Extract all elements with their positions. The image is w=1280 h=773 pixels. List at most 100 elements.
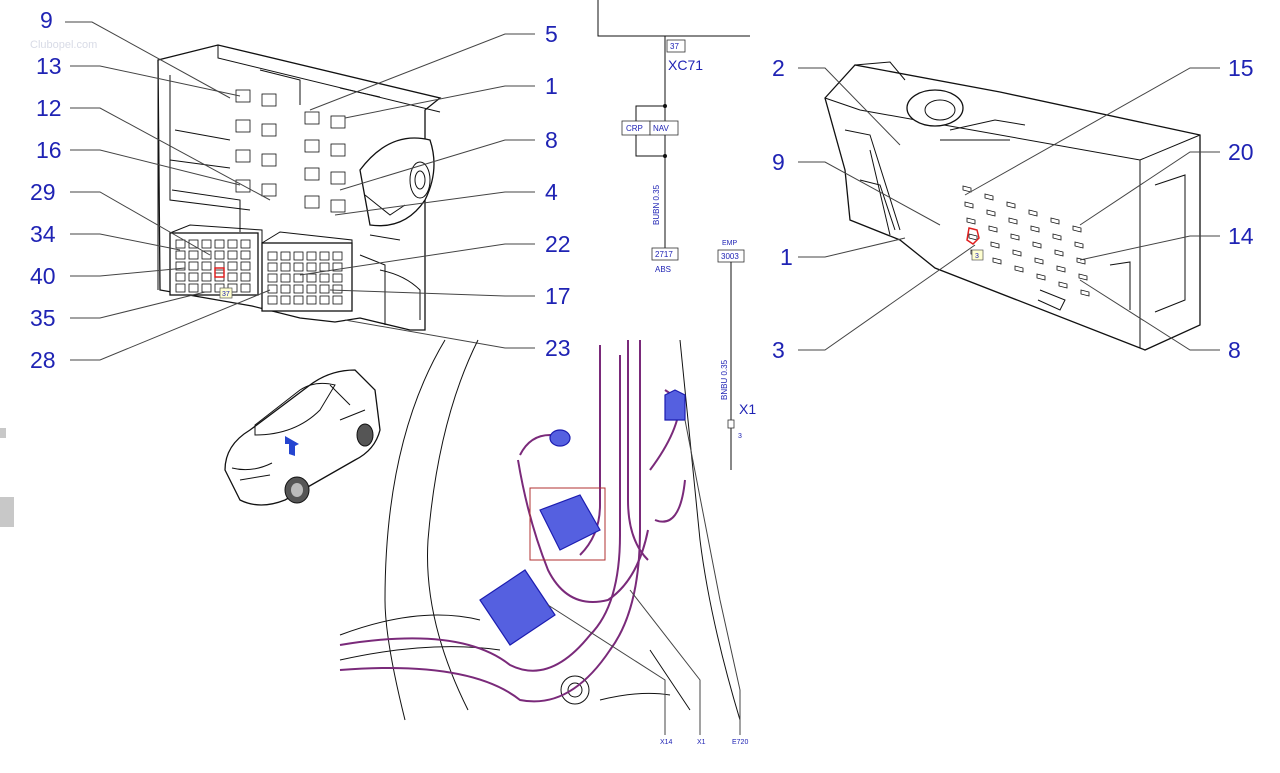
callout-label: 9 bbox=[772, 149, 785, 175]
callout-label: 8 bbox=[1228, 337, 1241, 363]
terminal-pin bbox=[214, 261, 225, 271]
terminal-pin bbox=[261, 153, 277, 167]
terminal-pin bbox=[240, 283, 251, 293]
callout-label: 15 bbox=[1228, 55, 1254, 81]
callout-label: 8 bbox=[545, 127, 558, 153]
terminal-pin bbox=[175, 272, 186, 282]
terminal-pin bbox=[984, 193, 994, 201]
terminal-pin bbox=[214, 239, 225, 249]
terminal-pin bbox=[319, 295, 330, 305]
terminal-pin bbox=[304, 139, 320, 153]
terminal-pin bbox=[306, 251, 317, 261]
terminal-pin bbox=[201, 261, 212, 271]
terminal-pin bbox=[988, 225, 998, 233]
callout-label: 3 bbox=[772, 337, 785, 363]
terminal-pin bbox=[306, 295, 317, 305]
terminal-pin bbox=[201, 283, 212, 293]
highlighted-pin bbox=[214, 267, 225, 278]
terminal-pin bbox=[330, 143, 346, 157]
connector2-box bbox=[727, 419, 735, 429]
terminal-pin bbox=[332, 273, 343, 283]
terminal-pin bbox=[1052, 233, 1062, 241]
terminal-pin bbox=[1078, 273, 1088, 281]
terminal-pin bbox=[201, 272, 212, 282]
terminal-pin bbox=[280, 295, 291, 305]
harness-label: X14 bbox=[660, 739, 673, 746]
callout-label: 40 bbox=[30, 263, 56, 289]
connector2-name: X1 bbox=[739, 401, 756, 417]
terminal-pin bbox=[267, 273, 278, 283]
terminal-pin bbox=[1012, 249, 1022, 257]
terminal-pin bbox=[306, 273, 317, 283]
terminal-pin bbox=[330, 115, 346, 129]
terminal-pin bbox=[175, 261, 186, 271]
callout-label: 1 bbox=[780, 244, 793, 270]
terminal-pin bbox=[332, 262, 343, 272]
pin-top: 37 bbox=[670, 42, 679, 51]
blue-clip bbox=[664, 389, 686, 421]
callout-label: 23 bbox=[545, 335, 571, 361]
terminal-pin bbox=[175, 239, 186, 249]
terminal-pin bbox=[319, 262, 330, 272]
terminal-pin bbox=[1056, 265, 1066, 273]
highlight-frame bbox=[529, 487, 606, 561]
terminal-pin bbox=[227, 239, 238, 249]
terminal-pin bbox=[330, 199, 346, 213]
terminal-pin bbox=[1050, 217, 1060, 225]
arrow-down-icon bbox=[285, 436, 299, 456]
left-lower-terminals bbox=[175, 239, 343, 305]
schematic: 37 XC71 CRP NAV BUBN 0.35 2717 ABS EMP 3… bbox=[597, 0, 756, 470]
scrollbar-fragment-lower bbox=[0, 497, 14, 527]
terminal-pin bbox=[240, 261, 251, 271]
terminal-pin bbox=[332, 295, 343, 305]
terminal-pin bbox=[188, 250, 199, 260]
callout-label: 4 bbox=[545, 179, 558, 205]
left-callout-numbers: 9 13 12 16 29 34 40 35 28 5 1 8 4 22 17 … bbox=[30, 7, 571, 373]
harness-illustration: X14 X1 E720 bbox=[339, 339, 748, 746]
terminal-pin bbox=[964, 201, 974, 209]
terminal-pin bbox=[319, 284, 330, 294]
terminal-pin bbox=[280, 251, 291, 261]
terminal-pin bbox=[1054, 249, 1064, 257]
terminal-pin bbox=[1034, 257, 1044, 265]
terminal-pin bbox=[235, 179, 251, 193]
terminal-pin bbox=[214, 250, 225, 260]
terminal-pin bbox=[240, 272, 251, 282]
scrollbar-fragment bbox=[0, 428, 6, 438]
right-connector-illustration: 3 bbox=[824, 61, 1201, 351]
terminal-pin bbox=[201, 239, 212, 249]
terminal-pin bbox=[293, 251, 304, 261]
terminal-pin bbox=[227, 272, 238, 282]
terminal-pin bbox=[304, 167, 320, 181]
terminal-pin bbox=[261, 183, 277, 197]
terminal-pin bbox=[280, 273, 291, 283]
terminal-pin bbox=[201, 250, 212, 260]
harness-label: X1 bbox=[697, 739, 706, 746]
terminal-pin bbox=[330, 171, 346, 185]
harness-label: E720 bbox=[732, 739, 748, 746]
callout-label: 35 bbox=[30, 305, 56, 331]
splice-box bbox=[651, 247, 679, 261]
terminal-pin bbox=[1014, 265, 1024, 273]
terminal-pin bbox=[304, 195, 320, 209]
terminal-pin bbox=[1032, 241, 1042, 249]
callout-label: 20 bbox=[1228, 139, 1254, 165]
callout-label: 13 bbox=[36, 53, 62, 79]
right-callout-numbers: 2 9 1 3 15 20 14 8 bbox=[772, 55, 1254, 363]
callout-label: 9 bbox=[40, 7, 53, 33]
pin-tag-box bbox=[971, 249, 984, 261]
option-right-box bbox=[649, 120, 679, 136]
left-upper-terminals bbox=[235, 89, 346, 213]
terminal-pin bbox=[280, 284, 291, 294]
terminal-pin bbox=[235, 89, 251, 103]
terminal-pin bbox=[319, 251, 330, 261]
terminal-pin bbox=[306, 262, 317, 272]
terminal-pin bbox=[267, 251, 278, 261]
terminal-pin bbox=[332, 251, 343, 261]
terminal-pin bbox=[332, 284, 343, 294]
blue-connector bbox=[539, 494, 601, 551]
callout-label: 1 bbox=[545, 73, 558, 99]
ground-id: 3003 bbox=[721, 252, 739, 261]
terminal-pin bbox=[293, 284, 304, 294]
